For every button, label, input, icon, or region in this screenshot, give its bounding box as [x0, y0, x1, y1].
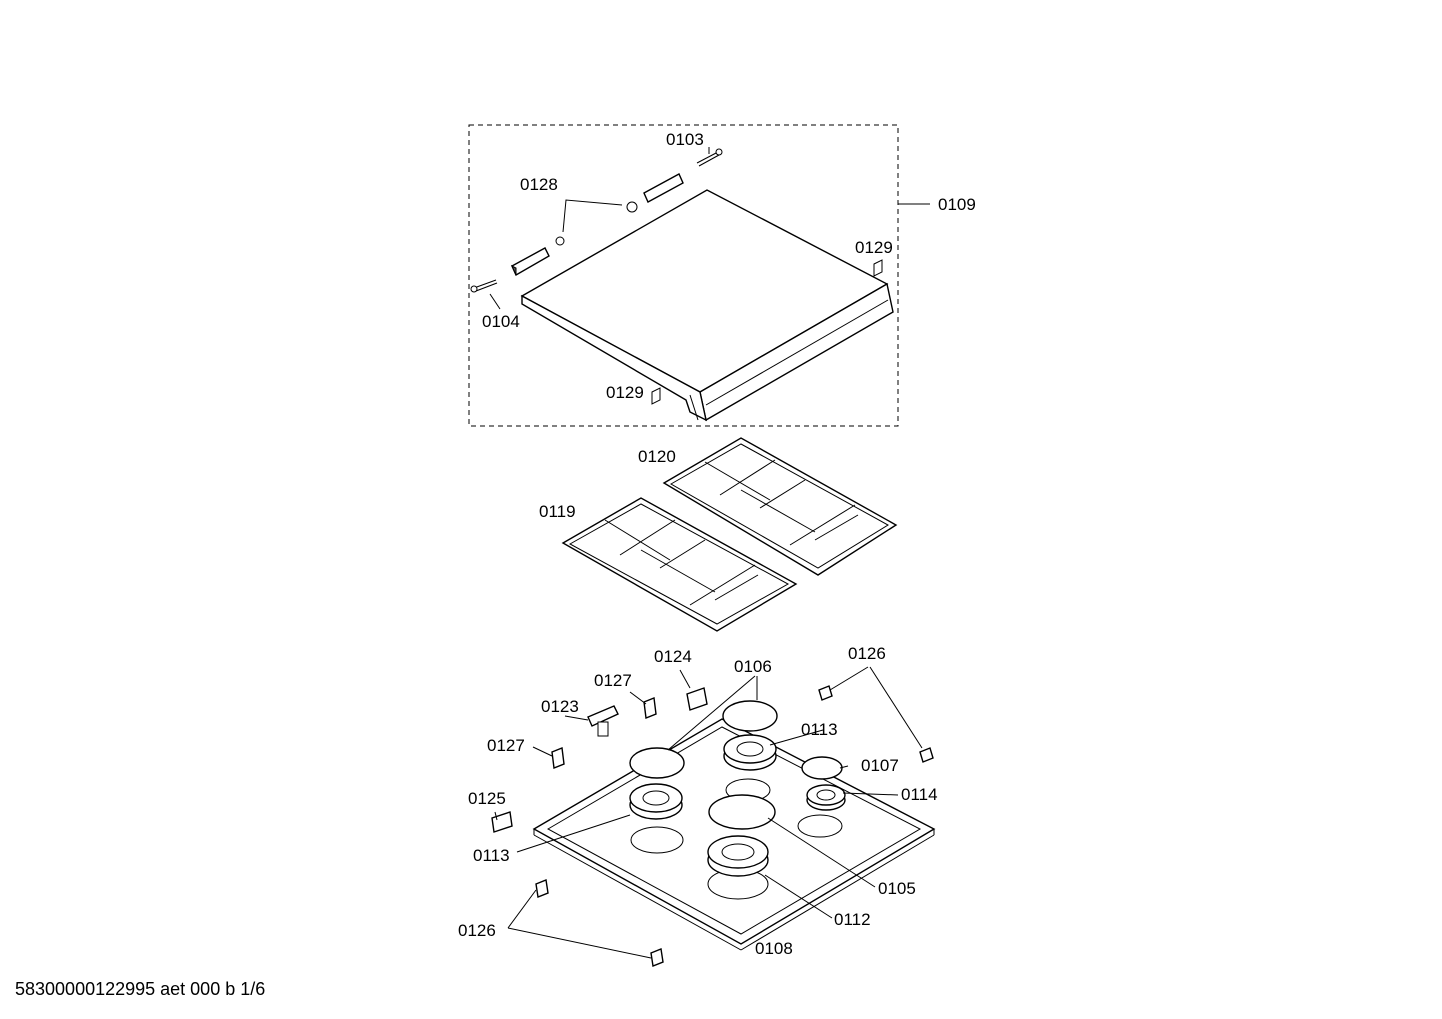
burner-cap-0106-rear-part [722, 700, 778, 732]
grate-0120-part [662, 437, 898, 576]
label-0119: 0119 [539, 502, 576, 521]
label-sticker-part [651, 387, 661, 405]
label-0126-upper: 0126 [848, 644, 886, 663]
document-id-footer: 58300000122995 aet 000 b 1/6 [15, 979, 266, 999]
label-0120: 0120 [638, 447, 676, 466]
clip-0126-d-part [650, 948, 664, 967]
clip-0126-b-part [919, 747, 934, 763]
label-0113-upper: 0113 [801, 720, 838, 739]
label-0114: 0114 [901, 785, 938, 804]
nut-part [626, 201, 638, 213]
burner-large-part [707, 835, 769, 877]
hob-tray-part [532, 718, 936, 951]
label-0103: 0103 [666, 130, 704, 149]
label-0129-lower: 0129 [606, 383, 644, 402]
burner-small-part [806, 784, 846, 811]
screw-0103-part [696, 148, 723, 167]
lid-assembly-frame [468, 124, 899, 427]
burner-cap-0106-left-part [629, 747, 685, 779]
burner-medium-left-part [629, 783, 683, 820]
hinge-left-part [510, 247, 550, 276]
label-sticker-part [873, 259, 883, 277]
label-0129-upper: 0129 [855, 238, 893, 257]
clip-0126-c-part [535, 879, 549, 898]
nut-part [555, 236, 565, 246]
lid-cover-part [520, 189, 894, 422]
burner-medium-rear-part [723, 734, 777, 771]
label-0127-upper: 0127 [594, 671, 632, 690]
clip-0126-a-part [818, 685, 833, 701]
bracket-0124-part [686, 687, 708, 711]
label-0113-lower: 0113 [473, 846, 510, 865]
label-0128: 0128 [520, 175, 558, 194]
label-0108: 0108 [755, 939, 793, 958]
clip-0127-lower-part [551, 747, 565, 769]
label-0127-lower: 0127 [487, 736, 525, 755]
bracket-0123-part [587, 705, 619, 737]
burner-cap-0107-part [801, 756, 843, 780]
label-0112: 0112 [834, 910, 871, 929]
label-0107: 0107 [861, 756, 899, 775]
hinge-right-part [643, 173, 684, 203]
label-0126-lower: 0126 [458, 921, 496, 940]
label-0105: 0105 [878, 879, 916, 898]
label-0125: 0125 [468, 789, 506, 808]
label-0123: 0123 [541, 697, 579, 716]
burner-cap-0105-part [708, 794, 776, 830]
bracket-0125-part [491, 811, 513, 833]
label-0109: 0109 [938, 195, 976, 214]
screw-0104-part [470, 279, 498, 293]
grate-0119-part [561, 497, 798, 632]
label-0124: 0124 [654, 647, 692, 666]
label-0104: 0104 [482, 312, 520, 331]
clip-0127-upper-part [643, 697, 657, 719]
label-0106: 0106 [734, 657, 772, 676]
